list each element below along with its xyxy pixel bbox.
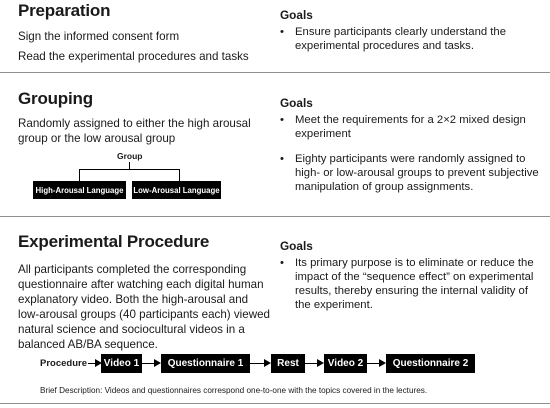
procedure-flow-label: Procedure bbox=[40, 358, 87, 369]
tree-bar bbox=[79, 169, 179, 170]
procedure-text: All participants completed the correspon… bbox=[18, 263, 270, 351]
flow-connector bbox=[305, 363, 317, 364]
procedure-goal-1: • Its primary purpose is to eliminate or… bbox=[280, 256, 545, 314]
goal-text: Its primary purpose is to eliminate or r… bbox=[295, 257, 534, 311]
tree-stem bbox=[129, 162, 130, 169]
grouping-text: Randomly assigned to either the high aro… bbox=[18, 117, 251, 145]
grouping-goal-1: • Meet the requirements for a 2×2 mixed … bbox=[280, 113, 545, 143]
step-video-2: Video 2 bbox=[324, 354, 367, 373]
grouping-goals-label: Goals bbox=[280, 96, 313, 110]
section-divider bbox=[0, 403, 550, 404]
flow-connector bbox=[88, 363, 95, 364]
group-high-arousal: High-Arousal Language bbox=[33, 181, 126, 199]
step-video-1: Video 1 bbox=[101, 354, 142, 373]
flow-connector bbox=[367, 363, 379, 364]
section-divider bbox=[0, 216, 550, 217]
procedure-heading: Experimental Procedure bbox=[18, 232, 210, 251]
procedure-goals-label: Goals bbox=[280, 239, 313, 253]
group-low-arousal: Low-Arousal Language bbox=[132, 181, 221, 199]
grouping-goal-2: • Eighty participants were randomly assi… bbox=[280, 152, 545, 196]
bullet-icon: • bbox=[280, 153, 284, 165]
section-divider bbox=[0, 72, 550, 73]
flow-connector bbox=[142, 363, 154, 364]
bullet-icon: • bbox=[280, 26, 284, 38]
goal-text: Meet the requirements for a 2×2 mixed de… bbox=[295, 114, 526, 140]
tree-left-drop bbox=[79, 169, 80, 181]
goal-text: Ensure participants clearly understand t… bbox=[295, 26, 506, 52]
preparation-goal-1: • Ensure participants clearly understand… bbox=[280, 25, 545, 55]
preparation-goals-label: Goals bbox=[280, 8, 313, 22]
flow-arrow-icon bbox=[317, 359, 324, 367]
group-label: Group bbox=[117, 151, 143, 161]
step-questionnaire-1: Questionnaire 1 bbox=[161, 354, 250, 373]
procedure-brief-description: Brief Description: Videos and questionna… bbox=[40, 386, 428, 395]
goal-text: Eighty participants were randomly assign… bbox=[295, 153, 539, 193]
flow-connector bbox=[250, 363, 264, 364]
flow-arrow-icon bbox=[95, 359, 102, 367]
preparation-line-1: Sign the informed consent form bbox=[18, 30, 180, 43]
flow-arrow-icon bbox=[154, 359, 161, 367]
bullet-icon: • bbox=[280, 114, 284, 126]
step-questionnaire-2: Questionnaire 2 bbox=[386, 354, 475, 373]
tree-right-drop bbox=[179, 169, 180, 181]
preparation-heading: Preparation bbox=[18, 1, 111, 20]
preparation-line-2: Read the experimental procedures and tas… bbox=[18, 50, 249, 63]
bullet-icon: • bbox=[280, 257, 284, 269]
grouping-heading: Grouping bbox=[18, 89, 93, 108]
flow-arrow-icon bbox=[264, 359, 271, 367]
flow-arrow-icon bbox=[379, 359, 386, 367]
step-rest: Rest bbox=[271, 354, 305, 373]
